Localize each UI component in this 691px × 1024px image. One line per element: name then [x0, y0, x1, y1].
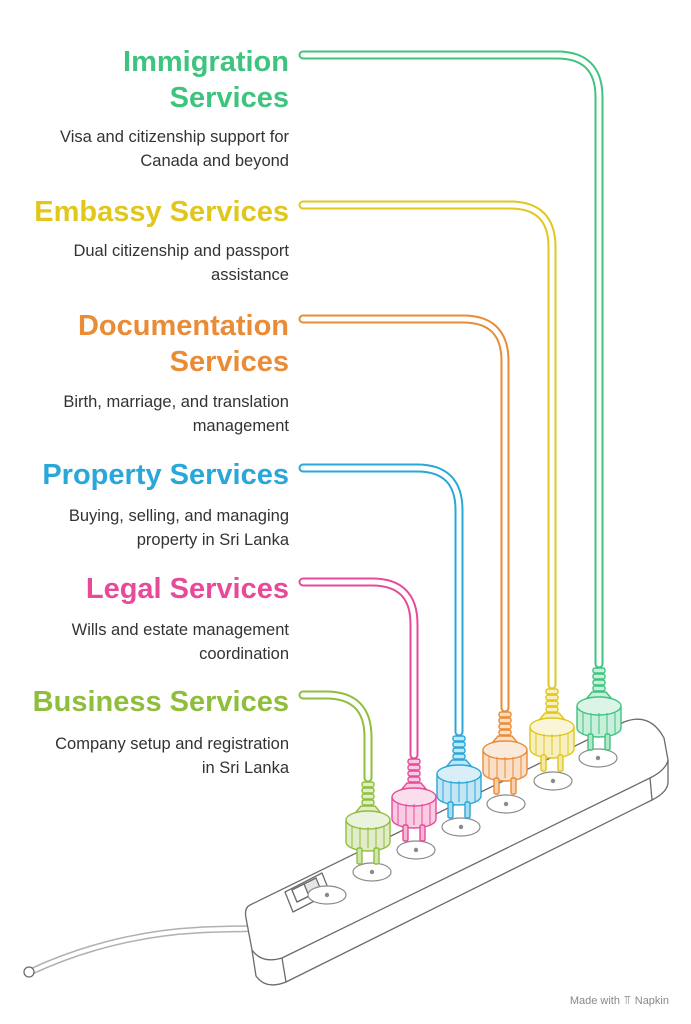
strip-front-face — [251, 760, 669, 986]
socket-hole-5 — [413, 847, 419, 853]
power-cord-outline — [28, 924, 277, 974]
embassy-title: Embassy Services — [34, 194, 289, 230]
embassy-cable — [298, 200, 557, 690]
immigration-title-line-2: Services — [169, 82, 289, 114]
immigration-desc-line-2: Canada and beyond — [140, 152, 289, 170]
strip-edge — [281, 777, 653, 983]
legal-cable-core — [300, 579, 417, 758]
documentation-title-line-2: Services — [169, 346, 289, 378]
brand-label: Napkin — [634, 994, 669, 1007]
immigration-cable-core — [300, 52, 602, 667]
immigration-description: Visa and citizenship support for Canada … — [60, 125, 289, 173]
socket-hole-6 — [369, 869, 375, 875]
legal-description: Wills and estate management coordination — [72, 618, 289, 666]
business-desc-line-1: Company setup and registration — [55, 735, 289, 753]
property-desc-line-1: Buying, selling, and managing — [68, 507, 289, 525]
cables — [298, 50, 604, 783]
socket-hole-3 — [503, 801, 509, 807]
made-with-label: Made with — [569, 994, 620, 1007]
socket-hole-2 — [550, 778, 556, 784]
legal-title-line-1: Legal Services — [85, 573, 289, 605]
legal-desc-line-2: coordination — [199, 645, 289, 663]
business-title-line-1: Business Services — [32, 686, 289, 718]
documentation-title-line-1: Documentation — [77, 310, 289, 342]
business-plug — [345, 781, 391, 865]
embassy-description: Dual citizenship and passport assistance — [73, 239, 289, 287]
legal-cable — [298, 577, 419, 760]
footer: Made with ⫪ Napkin — [570, 993, 669, 1008]
legal-title: Legal Services — [86, 571, 289, 607]
business-title: Business Services — [33, 684, 289, 720]
documentation-plug — [482, 711, 528, 795]
embassy-title-line-1: Embassy Services — [34, 196, 289, 228]
plugs — [345, 667, 622, 865]
embassy-desc-line-2: assistance — [211, 266, 289, 284]
documentation-desc-line-1: Birth, marriage, and translation — [63, 393, 289, 411]
socket-hole-7 — [324, 892, 330, 898]
power-switch — [284, 872, 331, 913]
immigration-title: Immigration Services — [123, 44, 289, 116]
business-cable-core — [300, 692, 371, 781]
documentation-description: Birth, marriage, and translation managem… — [63, 390, 289, 438]
documentation-title: Documentation Services — [78, 308, 289, 380]
property-title-line-1: Property Services — [42, 459, 289, 491]
socket-hole-4 — [458, 824, 464, 830]
property-desc-line-2: property in Sri Lanka — [136, 531, 289, 549]
legal-desc-line-1: Wills and estate management — [71, 621, 289, 639]
business-desc-line-2: in Sri Lanka — [201, 759, 289, 777]
immigration-plug — [576, 667, 622, 751]
property-plug — [436, 735, 482, 819]
embassy-desc-line-1: Dual citizenship and passport — [73, 242, 289, 260]
napkin-logo-icon: ⫪ — [623, 993, 631, 1007]
property-cable-core — [300, 465, 462, 735]
legal-plug — [391, 758, 437, 842]
power-strip — [23, 718, 669, 986]
embassy-plug — [529, 688, 575, 772]
immigration-title-line-1: Immigration — [123, 46, 289, 78]
documentation-cable-core — [300, 316, 508, 711]
documentation-cable — [298, 314, 510, 713]
cord-end — [23, 966, 35, 978]
sockets — [307, 748, 618, 905]
documentation-desc-line-2: management — [192, 417, 289, 435]
embassy-cable-core — [300, 202, 555, 688]
property-title: Property Services — [42, 457, 289, 493]
immigration-desc-line-1: Visa and citizenship support for — [60, 128, 289, 146]
property-description: Buying, selling, and managing property i… — [69, 504, 289, 552]
socket-hole-1 — [595, 755, 601, 761]
business-description: Company setup and registration in Sri La… — [55, 732, 289, 780]
